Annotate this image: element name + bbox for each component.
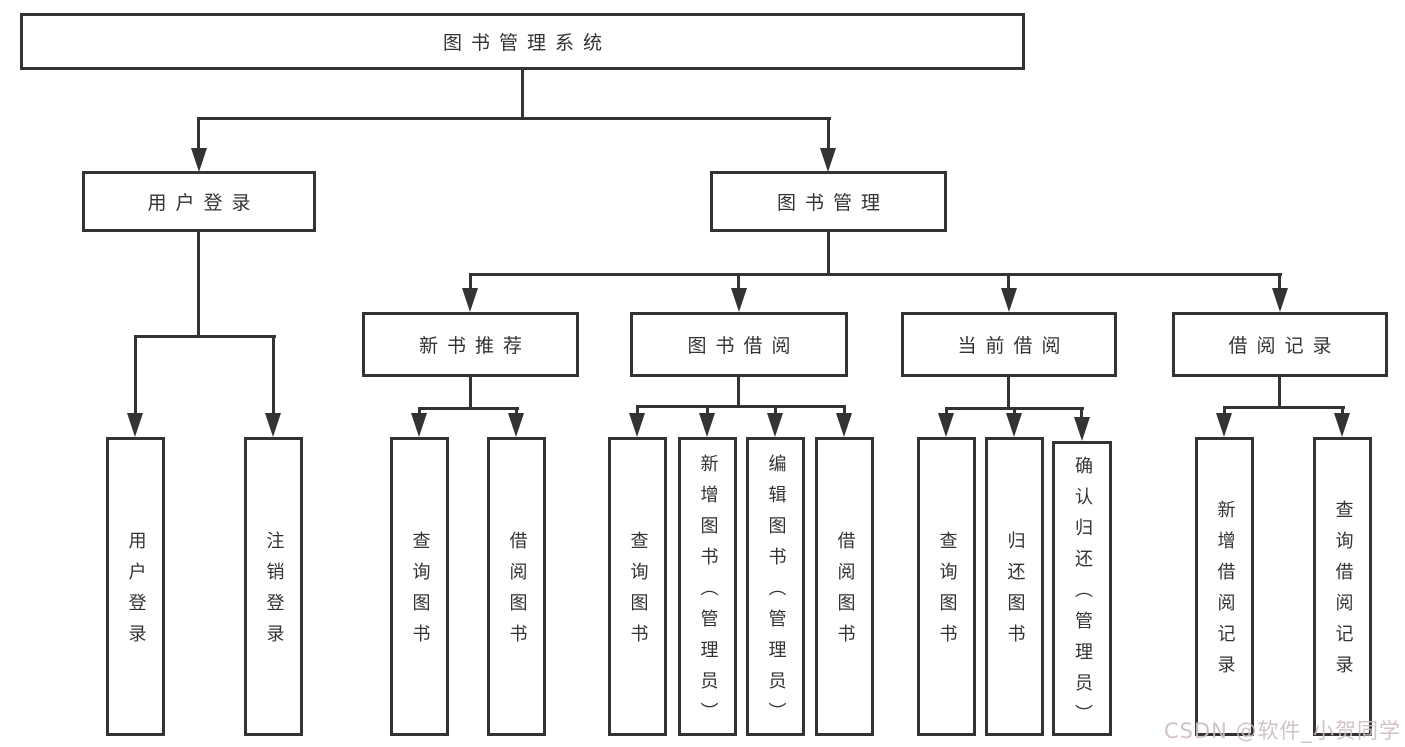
arrow-down-icon [1334,413,1350,437]
connector-line [1278,273,1281,292]
arrow-down-icon [1074,417,1090,441]
node-book-management: 图书管理 [710,171,947,232]
leaf-query-borrow-record: 查询借阅记录 [1313,437,1372,736]
leaf-borrow-books-2: 借阅图书 [815,437,874,736]
arrow-down-icon [265,413,281,437]
leaf-confirm-return-admin: 确认归还（管理员） [1052,441,1112,736]
node-book-borrowing-label: 图书借阅 [687,335,800,357]
connector-line [469,273,1282,276]
node-new-book-recommend: 新书推荐 [362,312,579,377]
connector-line [418,407,519,410]
connector-line [827,117,830,150]
arrow-down-icon [462,288,478,312]
node-new-book-recommend-label: 新书推荐 [418,335,531,357]
node-borrow-records: 借阅记录 [1172,312,1388,377]
node-book-borrowing: 图书借阅 [630,312,848,377]
connector-line [134,335,276,338]
connector-line [197,117,200,150]
leaf-query-books-3: 查询图书 [917,437,976,736]
leaf-add-borrow-record-label: 新增借阅记录 [1214,500,1236,686]
arrow-down-icon [629,413,645,437]
connector-line [1278,377,1281,409]
connector-line [636,405,639,417]
connector-line [706,405,709,417]
connector-line [945,407,948,417]
arrow-down-icon [411,413,427,437]
arrow-down-icon [767,413,783,437]
leaf-return-books: 归还图书 [985,437,1044,736]
connector-line [737,377,740,408]
connector-line [469,377,472,410]
arrow-down-icon [699,413,715,437]
leaf-return-books-label: 归还图书 [1004,531,1026,655]
connector-line [1007,273,1010,292]
csdn-watermark: CSDN @软件_小贺同学 [1163,719,1401,743]
leaf-add-books-admin: 新增图书（管理员） [678,437,737,736]
leaf-query-borrow-record-label: 查询借阅记录 [1332,500,1354,686]
node-user-login-label: 用户登录 [147,192,260,214]
leaf-edit-books-admin-label: 编辑图书（管理员） [765,453,787,733]
connector-line [272,335,275,417]
connector-line [521,70,524,119]
connector-line [1007,377,1010,410]
connector-line [827,232,830,276]
leaf-confirm-return-admin-label: 确认归还（管理员） [1072,455,1093,735]
arrow-down-icon [1006,413,1022,437]
leaf-logout-label: 注销登录 [263,531,285,655]
connector-line [515,407,518,417]
arrow-down-icon [1216,413,1232,437]
connector-line [197,117,831,120]
connector-line [197,232,200,338]
leaf-query-books-2: 查询图书 [608,437,667,736]
node-library-system: 图书管理系统 [20,13,1025,70]
connector-line [134,335,137,417]
leaf-user-login: 用户登录 [106,437,165,736]
arrow-down-icon [731,288,747,312]
connector-line [737,273,740,292]
arrow-down-icon [508,413,524,437]
leaf-query-books-1: 查询图书 [390,437,449,736]
node-user-login: 用户登录 [82,171,316,232]
node-borrow-records-label: 借阅记录 [1228,335,1341,357]
connector-line [1341,406,1344,417]
leaf-user-login-label: 用户登录 [125,531,147,655]
connector-line [1013,407,1016,417]
connector-line [1223,406,1345,409]
arrow-down-icon [836,413,852,437]
leaf-add-borrow-record: 新增借阅记录 [1195,437,1254,736]
leaf-query-books-1-label: 查询图书 [409,531,431,655]
arrow-down-icon [938,413,954,437]
leaf-logout: 注销登录 [244,437,303,736]
node-current-borrowing: 当前借阅 [901,312,1117,377]
arrow-down-icon [1001,288,1017,312]
node-library-system-label: 图书管理系统 [442,32,611,54]
arrow-down-icon [1272,288,1288,312]
arrow-down-icon [127,413,143,437]
connector-line [1223,406,1226,417]
node-current-borrowing-label: 当前借阅 [957,335,1070,357]
connector-line [843,405,846,417]
leaf-borrow-books-1-label: 借阅图书 [506,531,528,655]
arrow-down-icon [820,148,836,172]
arrow-down-icon [191,148,207,172]
leaf-edit-books-admin: 编辑图书（管理员） [746,437,805,736]
connector-line [418,407,421,417]
leaf-query-books-3-label: 查询图书 [936,531,958,655]
leaf-borrow-books-1: 借阅图书 [487,437,546,736]
connector-line [469,273,472,292]
node-book-management-label: 图书管理 [776,192,889,214]
connector-line [1080,407,1083,421]
leaf-query-books-2-label: 查询图书 [627,531,649,655]
connector-line [774,405,777,417]
connector-line [636,405,846,408]
leaf-add-books-admin-label: 新增图书（管理员） [697,453,719,733]
leaf-borrow-books-2-label: 借阅图书 [834,531,856,655]
